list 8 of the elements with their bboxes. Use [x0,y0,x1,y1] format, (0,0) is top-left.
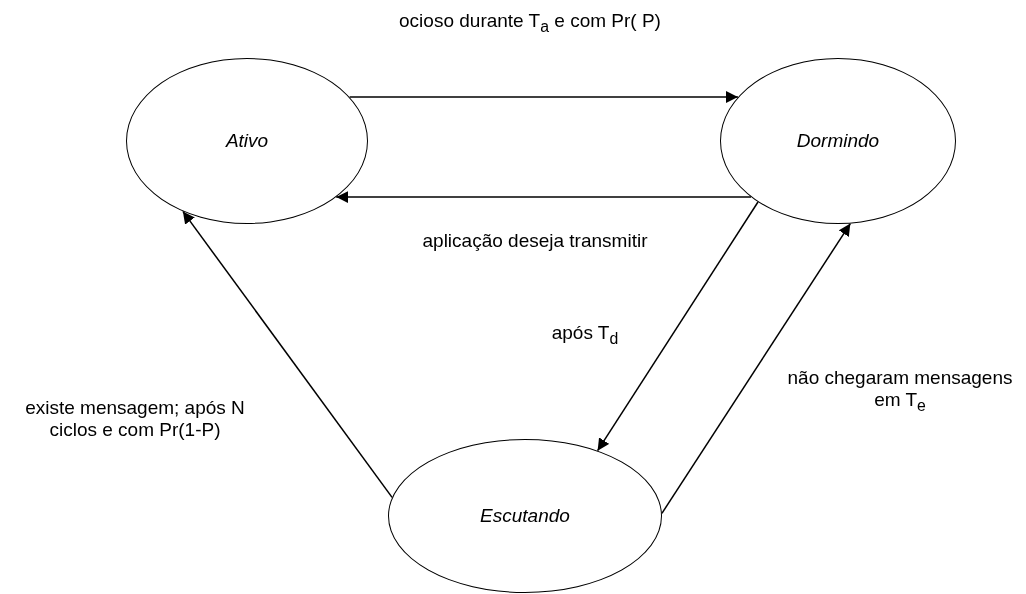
arrow [335,191,752,204]
state-name: Ativo [225,130,269,152]
arrow [661,222,852,515]
state-name: Escutando [480,505,570,527]
state-name: Dormindo [796,130,880,152]
arrow [348,91,739,103]
arrow [182,210,393,499]
arrow [596,201,759,452]
